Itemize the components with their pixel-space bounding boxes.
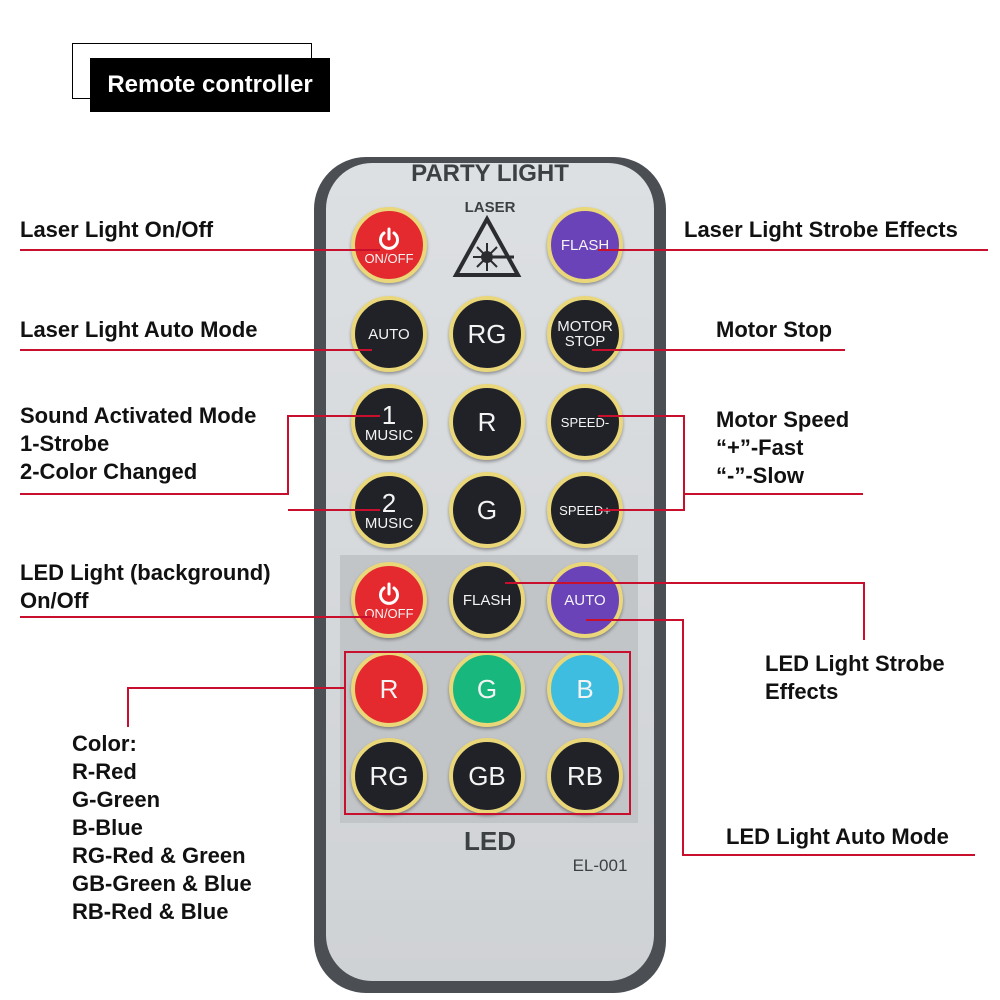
annotation-led-strobe: LED Light Strobe Effects: [765, 651, 945, 704]
annotation-color: Color: R-Red G-Green B-Blue RG-Red & Gre…: [72, 731, 252, 924]
speed-plus-button[interactable]: SPEED+: [547, 472, 623, 548]
rg-button[interactable]: RG: [449, 296, 525, 372]
r-button[interactable]: R: [449, 384, 525, 460]
music2-button[interactable]: 2 MUSIC: [351, 472, 427, 548]
g-button[interactable]: G: [449, 472, 525, 548]
led-b-button[interactable]: B: [547, 651, 623, 727]
power-icon: [379, 227, 399, 250]
power-icon: [379, 582, 399, 605]
led-power-label: ON/OFF: [364, 605, 414, 621]
annotation-laser-strobe: Laser Light Strobe Effects: [684, 217, 958, 242]
music1-button[interactable]: 1 MUSIC: [351, 384, 427, 460]
laser-warning-icon: [452, 215, 522, 277]
music1-number: 1: [381, 399, 397, 430]
motor-stop-button[interactable]: MOTOR STOP: [547, 296, 623, 372]
led-gb-button[interactable]: GB: [449, 738, 525, 814]
annotation-sound-mode: Sound Activated Mode 1-Strobe 2-Color Ch…: [20, 403, 257, 484]
annotation-led-auto: LED Light Auto Mode: [726, 824, 949, 849]
laser-auto-button[interactable]: AUTO: [351, 296, 427, 372]
annotation-laser-on-off: Laser Light On/Off: [20, 217, 214, 242]
laser-label: LASER: [464, 199, 516, 216]
laser-flash-button[interactable]: FLASH: [547, 207, 623, 283]
speed-minus-button[interactable]: SPEED-: [547, 384, 623, 460]
led-flash-button[interactable]: FLASH: [449, 562, 525, 638]
annotation-laser-auto: Laser Light Auto Mode: [20, 317, 258, 342]
annotation-motor-speed: Motor Speed “+”-Fast “-”-Slow: [716, 407, 850, 488]
led-label: LED: [464, 826, 516, 856]
led-rb-button[interactable]: RB: [547, 738, 623, 814]
led-r-button[interactable]: R: [351, 651, 427, 727]
line-color: [127, 687, 345, 727]
led-rg-button[interactable]: RG: [351, 738, 427, 814]
music2-label: MUSIC: [364, 514, 414, 532]
brand-label: PARTY LIGHT: [411, 160, 569, 187]
annotation-motor-stop: Motor Stop: [716, 317, 833, 342]
led-auto-button[interactable]: AUTO: [547, 562, 623, 638]
music2-number: 2: [381, 487, 397, 518]
music1-label: MUSIC: [364, 426, 414, 444]
laser-power-button[interactable]: ON/OFF: [351, 207, 427, 283]
led-power-button[interactable]: ON/OFF: [351, 562, 427, 638]
laser-power-label: ON/OFF: [364, 250, 414, 266]
page-title: Remote controller: [90, 58, 330, 112]
model-label: EL-001: [572, 856, 628, 875]
annotation-led-on-off: LED Light (background) On/Off: [20, 560, 271, 613]
led-g-button[interactable]: G: [449, 651, 525, 727]
